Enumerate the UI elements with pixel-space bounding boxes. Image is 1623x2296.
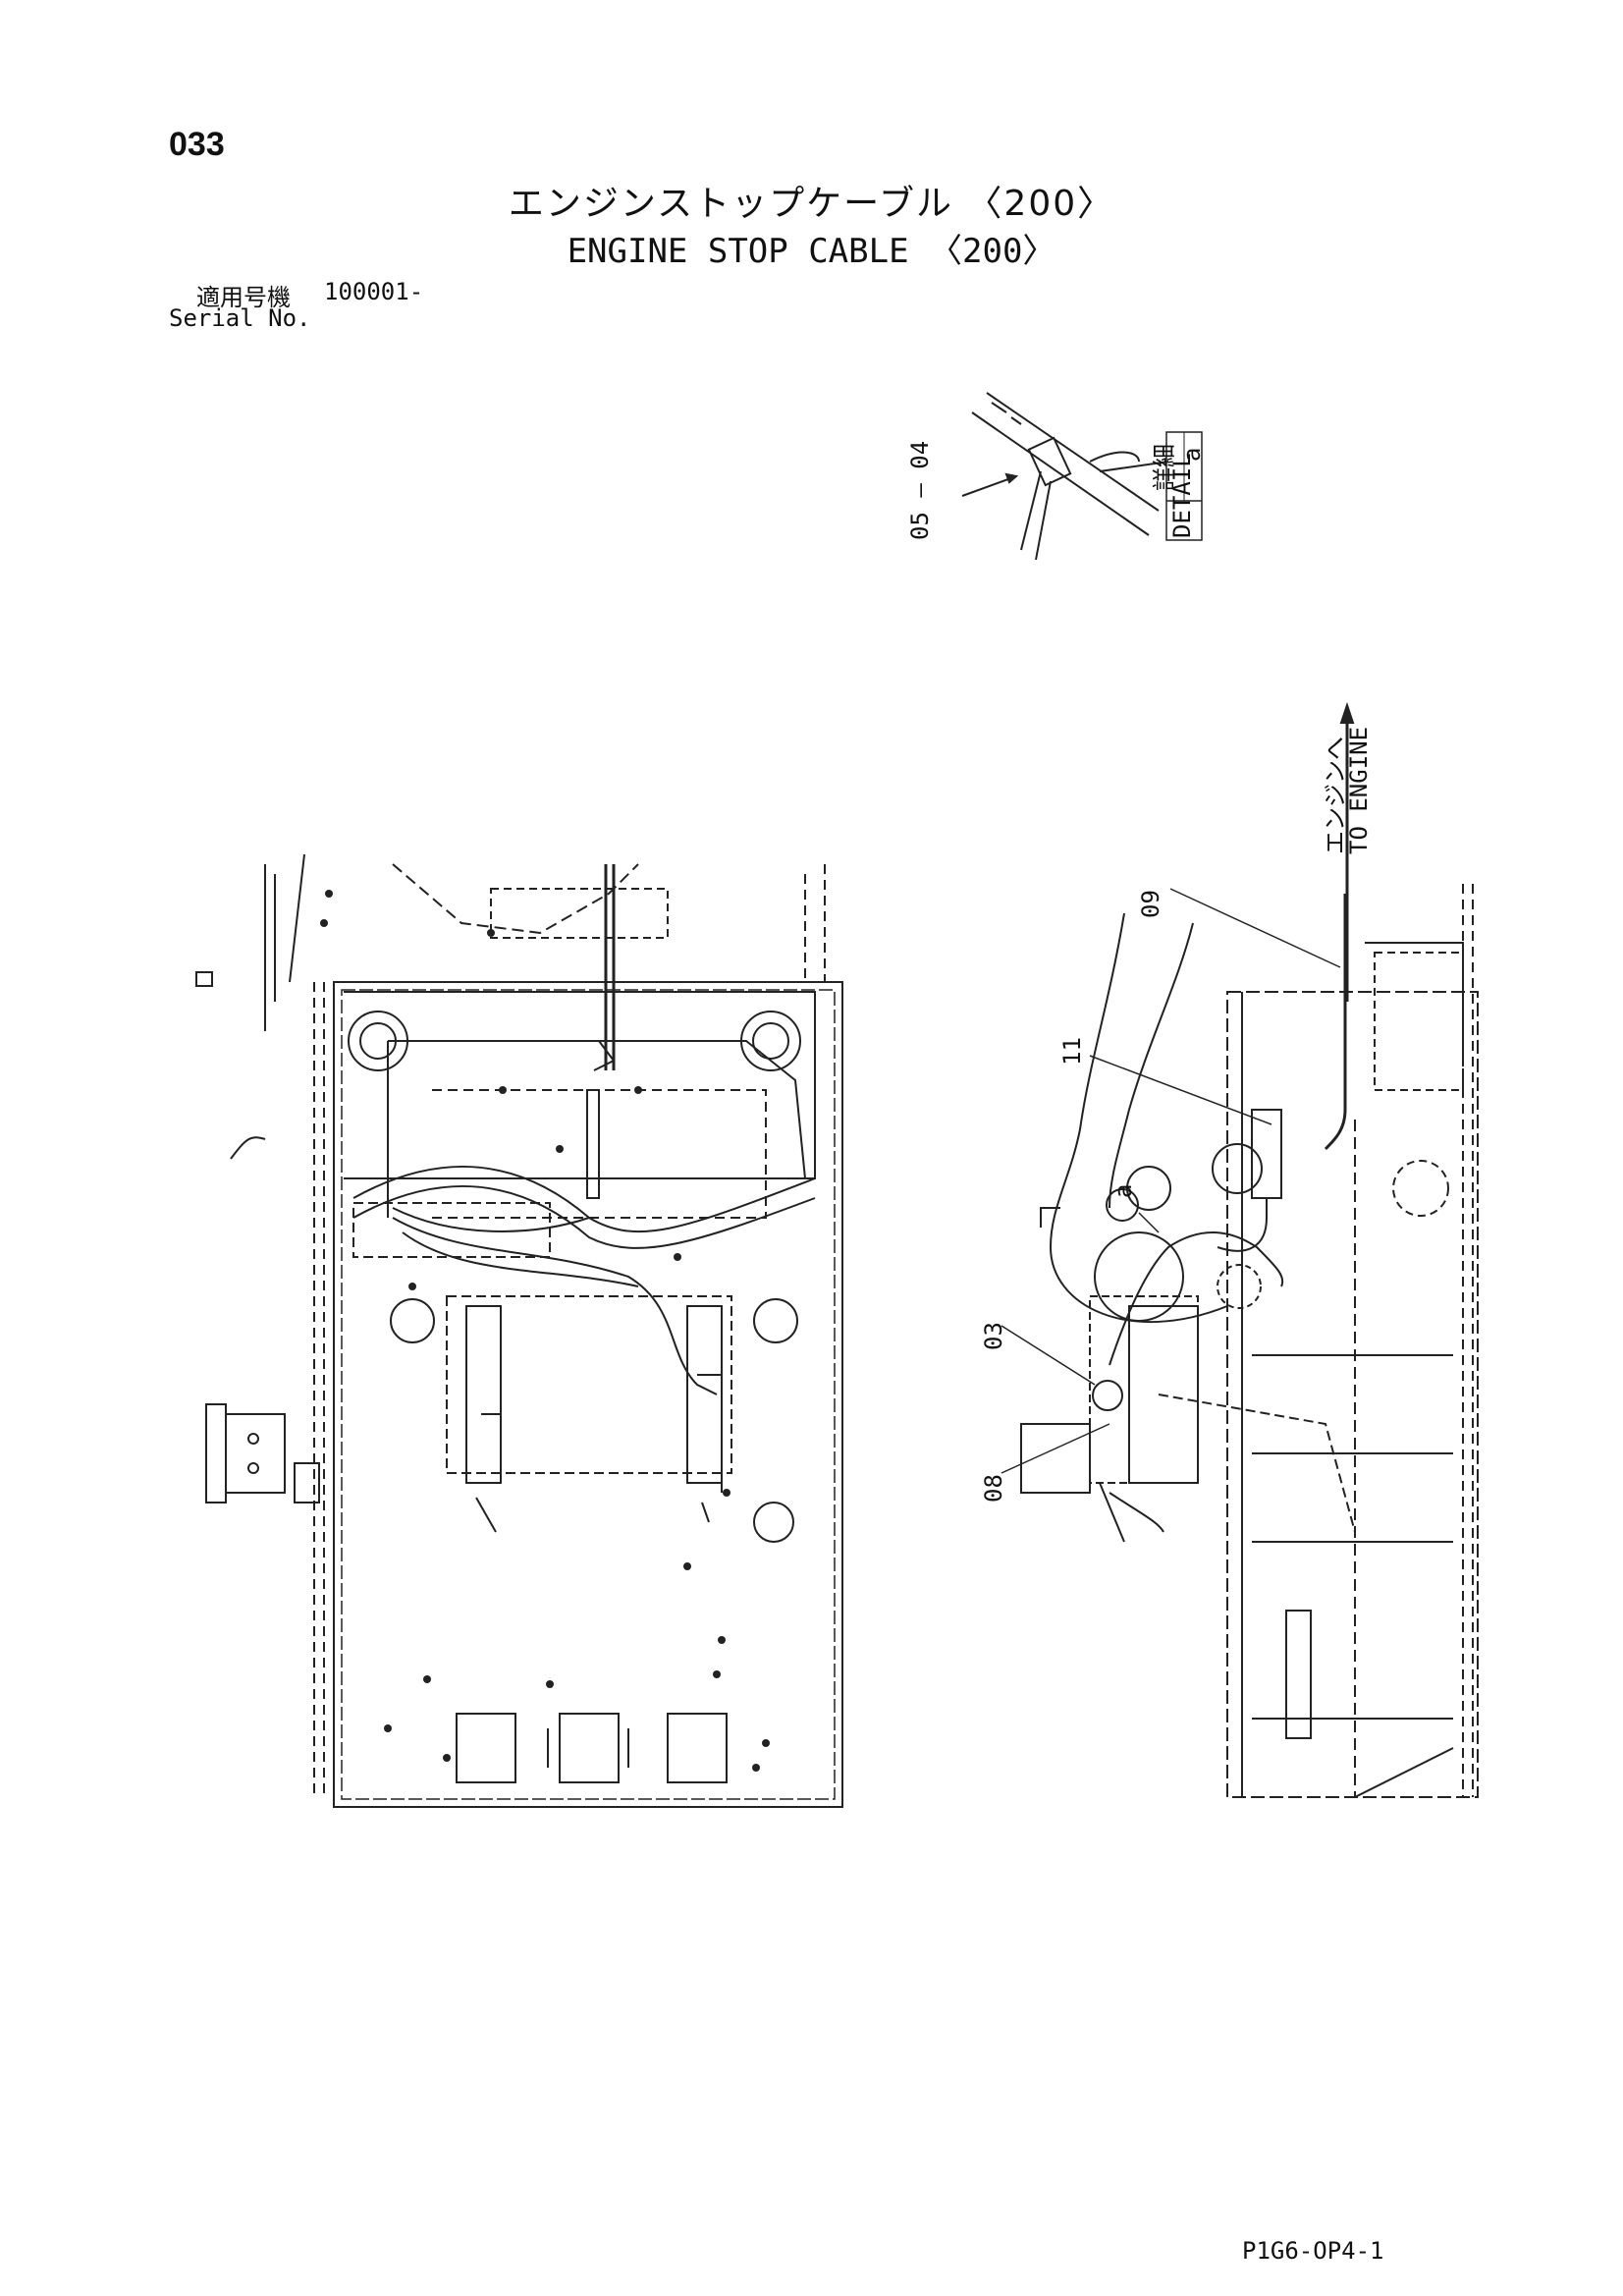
to-engine-arrow (1339, 701, 1355, 1002)
document-code: P1G6-OP4-1 (1242, 2237, 1384, 2265)
callout-09: 09 (1137, 890, 1164, 918)
callout-08: 08 (980, 1474, 1007, 1503)
page-number: 033 (169, 126, 225, 163)
detail-marker-circle (1106, 1188, 1139, 1222)
detail-letter: a (1178, 448, 1206, 462)
detail-label-ja: 詳細 (1151, 444, 1178, 491)
detail-part-range: 05 — 04 (906, 441, 934, 540)
leader-09 (1169, 888, 1341, 968)
leader-08 (1001, 1423, 1110, 1474)
detail-a-view (961, 392, 1203, 561)
to-engine-label-ja: エンジンへ (1322, 737, 1349, 854)
detail-label-en: DETAIL (1168, 453, 1196, 538)
leader-03 (1001, 1325, 1096, 1386)
callout-03: 03 (980, 1322, 1007, 1350)
page-title-japanese: エンジンストップケーブル 〈200〉 (508, 184, 1115, 224)
page-title-english: ENGINE STOP CABLE 〈200〉 (567, 232, 1056, 271)
callout-11: 11 (1058, 1037, 1086, 1066)
serial-number-value: 100001- (324, 278, 424, 305)
leader-11 (1089, 1055, 1272, 1125)
plan-view-frame (195, 853, 843, 1808)
detail-leader-line (961, 475, 1017, 497)
to-engine-label-en: TO ENGINE (1345, 727, 1373, 854)
serial-label-english: Serial No. (169, 304, 311, 332)
serial-label-japanese: 適用号機 (196, 284, 291, 311)
side-view-frame (1020, 884, 1479, 1798)
detail-marker-letter: a (1109, 1184, 1137, 1198)
